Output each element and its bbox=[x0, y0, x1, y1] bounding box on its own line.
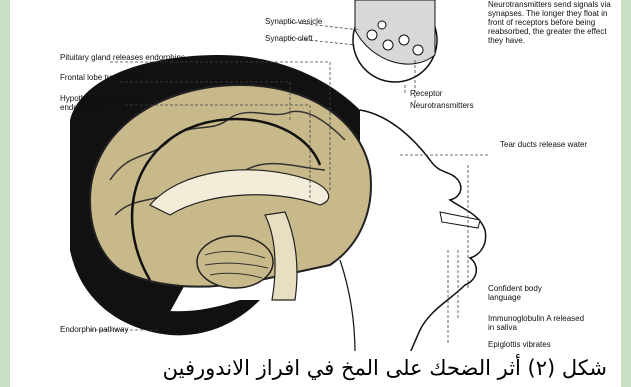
label-receptor: Receptor bbox=[410, 89, 442, 98]
face-profile bbox=[360, 110, 486, 353]
label-neurotransmitters: Neurotransmitters bbox=[410, 101, 474, 110]
label-synaptic-cleft: Synaptic cleft bbox=[265, 34, 313, 43]
label-hypothalamus: Hypothalamus releases endorphins bbox=[60, 94, 170, 112]
label-pituitary: Pituitary gland releases endorphins bbox=[60, 53, 185, 62]
label-tear-ducts: Tear ducts release water bbox=[500, 140, 590, 149]
label-synapse-note: Neurotransmitters send signals via synap… bbox=[488, 0, 616, 45]
neck-line bbox=[340, 260, 355, 353]
label-epiglottis: Epiglottis vibrates bbox=[488, 340, 551, 349]
figure-caption: شكل (٢) أثر الضحك على المخ في افراز الان… bbox=[10, 351, 621, 387]
label-endorphin-pathway: Endorphin pathway bbox=[60, 325, 129, 334]
label-frontal-lobe: Frontal lobe tranquilized bbox=[60, 73, 145, 82]
label-confident-body: Confident body language bbox=[488, 284, 568, 302]
label-synaptic-vesicle: Synaptic vesicle bbox=[265, 17, 322, 26]
diagram-panel: Synaptic vesicle Synaptic cleft Pituitar… bbox=[10, 0, 621, 353]
cerebellum bbox=[197, 236, 273, 288]
label-immunoglobulin: Immunoglobulin A released in saliva bbox=[488, 314, 588, 332]
